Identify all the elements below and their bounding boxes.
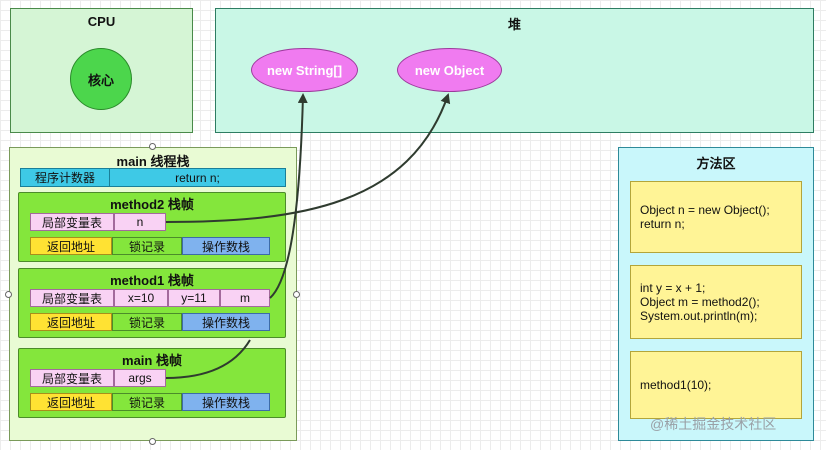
return-address: 返回地址: [30, 237, 112, 255]
watermark: @稀土掘金技术社区: [650, 416, 777, 432]
frame-title: method2 栈帧: [110, 197, 194, 212]
lock-record: 锁记录: [112, 237, 182, 255]
selection-handle[interactable]: [149, 438, 156, 445]
operand-stack: 操作数栈: [182, 393, 270, 411]
frame-title: main 栈帧: [122, 353, 182, 368]
selection-handle[interactable]: [293, 291, 300, 298]
operand-stack: 操作数栈: [182, 313, 270, 331]
local-var-m: m: [220, 289, 270, 307]
code-block-method2: Object n = new Object(); return n;: [630, 181, 802, 253]
heap-object-label: new String[]: [266, 62, 343, 78]
local-var-table-label: 局部变量表: [30, 289, 114, 307]
heap-object-label: new Object: [414, 62, 485, 78]
return-address: 返回地址: [30, 313, 112, 331]
program-counter: 程序计数器 return n;: [20, 168, 286, 187]
lock-record: 锁记录: [112, 393, 182, 411]
local-var-y: y=11: [168, 289, 220, 307]
return-address: 返回地址: [30, 393, 112, 411]
operand-stack: 操作数栈: [182, 237, 270, 255]
heap-object-string-array: new String[]: [251, 48, 358, 92]
frame-title: method1 栈帧: [110, 273, 194, 288]
program-counter-label: 程序计数器: [21, 169, 110, 186]
program-counter-value: return n;: [175, 170, 220, 185]
heap-title: 堆: [507, 17, 521, 32]
core-label: 核心: [87, 72, 114, 88]
core-node: 核心: [70, 48, 132, 110]
local-var-args: args: [114, 369, 166, 387]
heap-object-object: new Object: [397, 48, 502, 92]
lock-record: 锁记录: [112, 313, 182, 331]
local-var-n: n: [114, 213, 166, 231]
cpu-title: CPU: [87, 14, 116, 29]
local-var-table-label: 局部变量表: [30, 213, 114, 231]
selection-handle[interactable]: [5, 291, 12, 298]
local-var-table-label: 局部变量表: [30, 369, 114, 387]
method-area-title: 方法区: [696, 156, 736, 171]
code-block-method1: int y = x + 1; Object m = method2(); Sys…: [630, 265, 802, 339]
selection-handle[interactable]: [149, 143, 156, 150]
code-block-main: method1(10);: [630, 351, 802, 419]
local-var-x: x=10: [114, 289, 168, 307]
